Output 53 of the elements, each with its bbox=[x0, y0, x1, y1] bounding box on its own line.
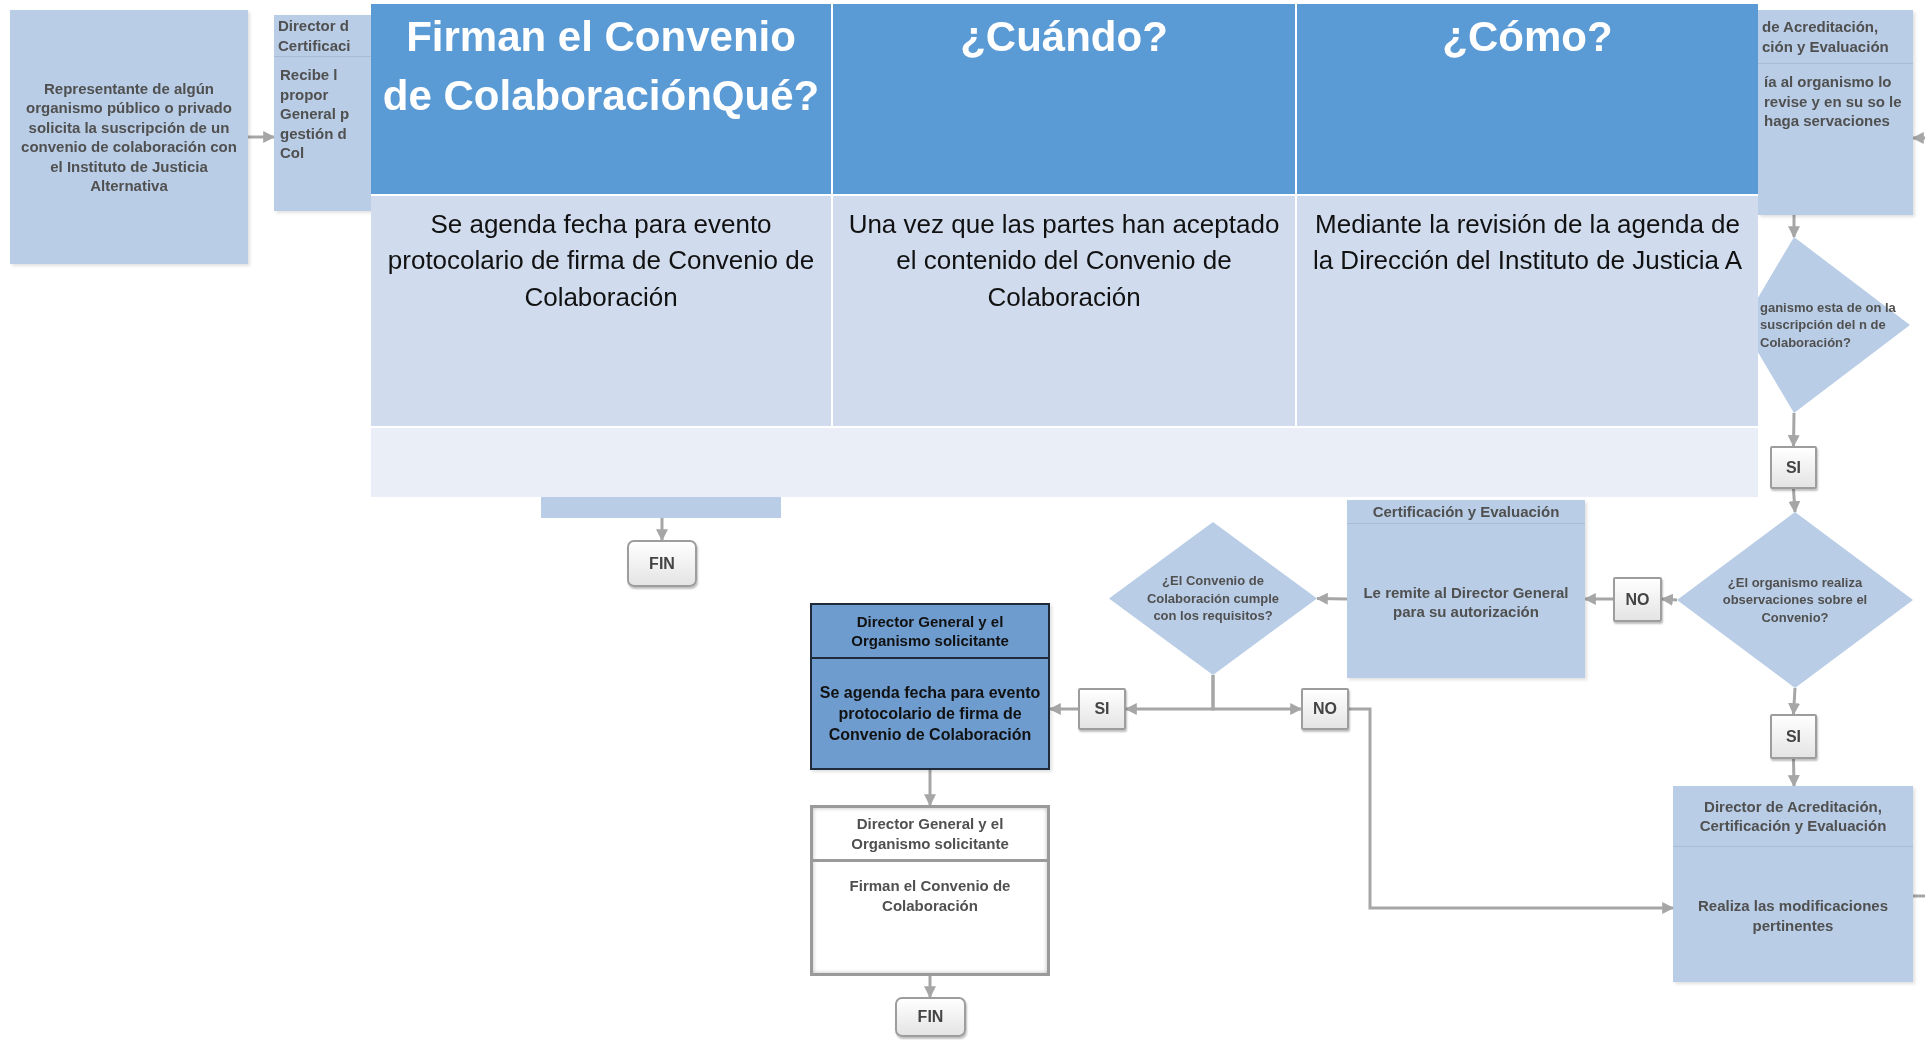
diamond-text: ganismo esta de on la suscripción del n de Colaboración? bbox=[1760, 298, 1897, 352]
arrow bbox=[1787, 412, 1800, 448]
arrow bbox=[1211, 675, 1303, 715]
box-heading: Director de Acreditación, Certificación y Evaluación bbox=[1698, 796, 1888, 836]
box-heading: Director d Certificaci bbox=[278, 16, 352, 55]
box-text: Recibe l propor General p gestión d Col bbox=[280, 65, 351, 163]
arrow bbox=[1788, 687, 1801, 716]
answer-tag: SI bbox=[1770, 714, 1817, 759]
table-header-cell: ¿Cómo? bbox=[1297, 4, 1758, 194]
table-header-cell: Firman el Convenio de ColaboraciónQué? bbox=[371, 4, 831, 194]
box-heading: de Acreditación, ción y Evaluación bbox=[1762, 17, 1890, 56]
box-heading: Director General y el Organismo solicitante bbox=[850, 814, 1010, 853]
arrow bbox=[656, 518, 668, 542]
highlighted-process-box bbox=[810, 603, 1050, 770]
table-cell: Una vez que las partes han aceptado el contenido del Convenio de Colaboración bbox=[833, 196, 1295, 426]
decision-diamond bbox=[1677, 512, 1913, 688]
arrow bbox=[1788, 488, 1801, 514]
box-text: Representante de algún organismo público o privado solicita la suscripción de un convenio de colaboración con el Instituto de Justicia Alternativa bbox=[20, 78, 238, 196]
answer-tag: NO bbox=[1301, 688, 1349, 730]
box-heading: Director General y el Organismo solicitante bbox=[850, 611, 1010, 651]
box-text: Le remite al Director General para su autorización bbox=[1362, 582, 1570, 622]
box-heading: Certificación y Evaluación bbox=[1372, 501, 1560, 522]
arrow bbox=[1315, 592, 1348, 605]
diamond-text: ¿El organismo realiza observaciones sobre el Convenio? bbox=[1721, 573, 1869, 627]
arrow bbox=[1660, 593, 1678, 606]
answer-tag: SI bbox=[1078, 688, 1126, 730]
answer-tag: NO bbox=[1613, 577, 1662, 622]
arrow bbox=[924, 770, 936, 807]
arrow bbox=[924, 976, 936, 999]
process-bar bbox=[541, 497, 781, 518]
table-cell: Mediante la revisión de la agenda de la Dirección del Instituto de Justicia A bbox=[1297, 196, 1758, 426]
arrow bbox=[1349, 707, 1675, 914]
process-box bbox=[1673, 786, 1913, 982]
decision-diamond bbox=[1109, 522, 1317, 675]
process-box bbox=[1347, 500, 1585, 678]
answer-tag: SI bbox=[1770, 446, 1817, 489]
box-text: ía al organismo lo revise y en su so le haga servaciones bbox=[1764, 72, 1903, 131]
table-cell: Se agenda fecha para evento protocolario de firma de Convenio de Colaboración bbox=[371, 196, 831, 426]
end-terminator: FIN bbox=[627, 540, 697, 587]
process-box bbox=[1758, 10, 1913, 215]
connector-line bbox=[1913, 894, 1925, 898]
box-text: Realiza las modificaciones pertinentes bbox=[1696, 896, 1890, 935]
box-text: Firman el Convenio de Colaboración bbox=[848, 876, 1012, 915]
arrow bbox=[1788, 215, 1800, 239]
process-box bbox=[10, 10, 248, 264]
process-box bbox=[810, 805, 1050, 976]
arrow bbox=[1787, 758, 1800, 788]
end-terminator: FIN bbox=[895, 997, 966, 1037]
box-text: Se agenda fecha para evento protocolario de firma de Convenio de Colaboración bbox=[818, 683, 1042, 745]
diamond-text: ¿El Convenio de Colaboración cumple con los requisitos? bbox=[1145, 572, 1281, 626]
process-box bbox=[274, 15, 374, 211]
arrow bbox=[248, 131, 276, 143]
table-header-cell: ¿Cuándo? bbox=[833, 4, 1295, 194]
